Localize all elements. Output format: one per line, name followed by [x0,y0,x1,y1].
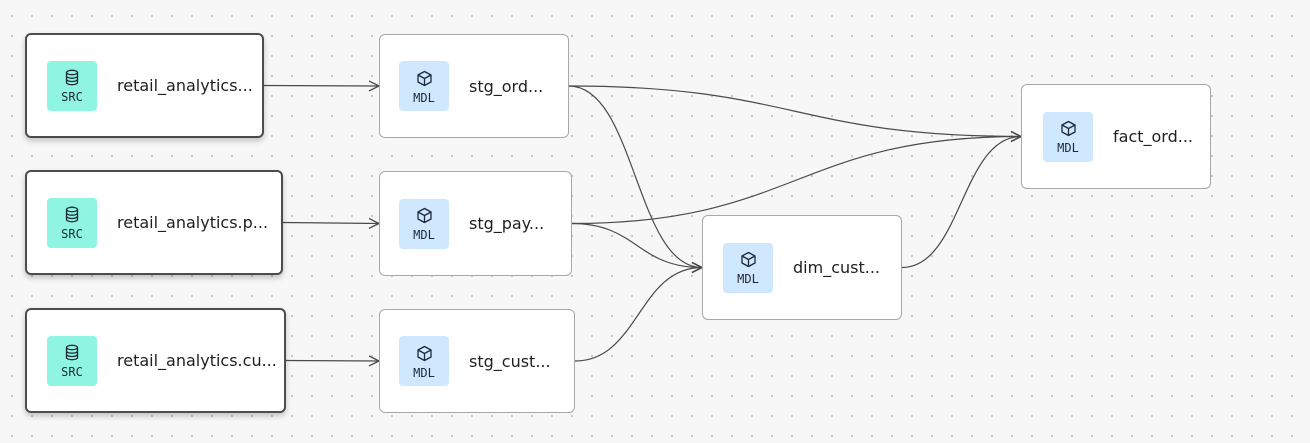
edge-stg_customers-to-dim_customers[interactable] [574,268,702,362]
node-type-label: MDL [1057,141,1079,155]
node-label: fact_ord... [1113,127,1194,146]
edge-stg_orders-to-fact_orders[interactable] [568,85,1021,137]
node-type-label: SRC [61,90,83,104]
node-stg-payments[interactable]: MDL stg_pay... [379,171,572,276]
mdl-badge: MDL [1043,111,1093,162]
node-label: stg_cust... [469,351,551,371]
node-type-label: MDL [413,365,435,380]
database-icon [64,342,80,361]
node-stg-orders[interactable]: MDL stg_ord... [379,34,569,138]
cube-icon [1060,118,1077,137]
mdl-badge: MDL [723,242,773,293]
edge-stg_payments-to-dim_customers[interactable] [571,222,702,268]
node-label: stg_pay... [469,214,545,233]
edge-stg_orders-to-dim_customers[interactable] [568,85,702,268]
mdl-badge: MDL [399,61,449,111]
node-label: stg_ord... [469,76,544,96]
mdl-badge: MDL [399,198,449,249]
node-type-label: MDL [413,228,435,242]
src-badge: SRC [47,335,97,386]
database-icon [64,204,80,223]
edge-src_orders-to-stg_orders[interactable] [263,86,379,87]
edge-dim_customers-to-fact_orders[interactable] [901,137,1021,269]
cube-icon [416,205,433,224]
node-dim-customers[interactable]: MDL dim_cust... [702,215,902,320]
node-type-label: MDL [413,90,435,105]
node-stg-customers[interactable]: MDL stg_cust... [379,309,575,413]
node-src-orders[interactable]: SRC retail_analytics... [25,33,264,138]
edge-stg_payments-to-fact_orders[interactable] [571,137,1021,225]
edge-src_customers-to-stg_customers[interactable] [285,361,379,362]
node-type-label: SRC [61,365,83,379]
node-src-customers[interactable]: SRC retail_analytics.cu... [25,308,286,413]
node-type-label: MDL [737,272,759,286]
src-badge: SRC [47,60,97,111]
node-label: retail_analytics... [117,76,253,95]
cube-icon [416,68,433,87]
node-label: retail_analytics.cu... [117,351,277,370]
node-label: retail_analytics.p... [117,213,269,232]
node-type-label: SRC [61,227,83,241]
node-label: dim_cust... [793,258,880,277]
node-src-payments[interactable]: SRC retail_analytics.p... [25,170,283,275]
database-icon [64,67,80,86]
cube-icon [740,249,757,268]
edge-src_payments-to-stg_payments[interactable] [282,223,379,224]
src-badge: SRC [47,197,97,248]
node-fact-orders[interactable]: MDL fact_ord... [1021,84,1211,189]
mdl-badge: MDL [399,336,449,386]
cube-icon [416,343,433,362]
